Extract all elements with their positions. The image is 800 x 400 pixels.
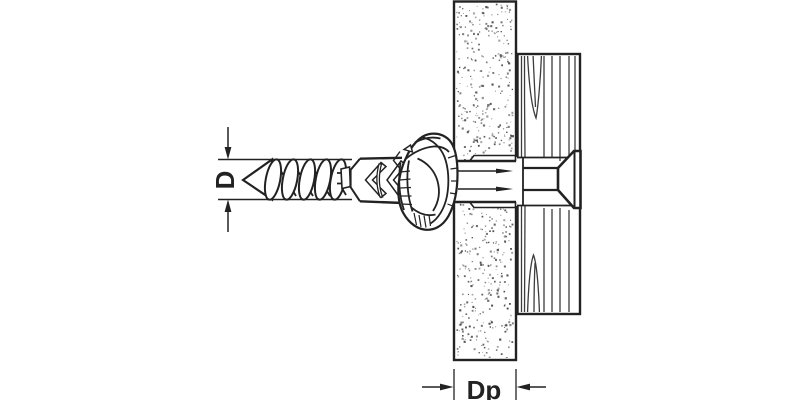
dimension-label-d: D [210,171,240,190]
anti-rotation-fin-top [468,154,517,162]
arrowhead-up-icon [224,199,232,212]
arrowhead-right-icon [440,383,454,391]
dimension-dp: Dp [422,369,546,400]
screw-head-in-wood [516,149,582,210]
chevron-sliver [376,163,384,198]
dimension-label-dp: Dp [467,375,502,400]
arrowhead-down-icon [224,147,232,160]
arrowhead-left-icon [516,383,530,391]
screw-threads [263,158,348,201]
anti-rotation-fin-bottom [468,201,517,209]
screw-collar [340,166,352,190]
screw-shank [523,166,558,192]
dimension-d: D [210,127,240,232]
anchor-knot [392,132,459,231]
screw [241,157,352,202]
wood-grain-lines [520,56,576,312]
knot-rib-lines [399,154,458,228]
plug-sleeve [452,154,517,209]
